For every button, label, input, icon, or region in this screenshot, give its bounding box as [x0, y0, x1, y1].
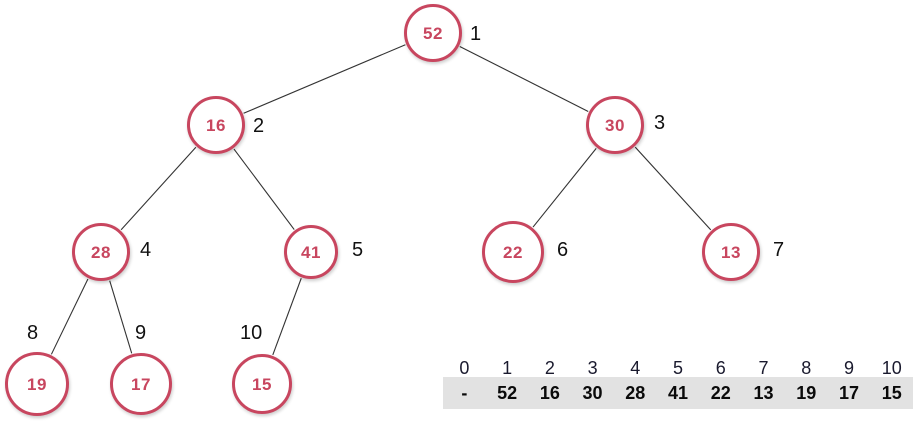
- tree-node-value: 13: [721, 242, 741, 262]
- array-index-cell: 2: [544, 358, 555, 378]
- tree-edge: [50, 278, 89, 355]
- tree-edge: [272, 278, 302, 356]
- tree-node-value: 16: [206, 115, 226, 135]
- tree-node-15[interactable]: 15: [232, 354, 292, 414]
- tree-node-52[interactable]: 52: [404, 4, 462, 62]
- tree-edge: [109, 280, 133, 354]
- array-value-cell[interactable]: 30: [582, 383, 603, 403]
- tree-node-index-label: 5: [352, 239, 364, 261]
- tree-node-index-label: 9: [135, 322, 147, 344]
- array-value-row: - 52 16 30 28 41 22 13 19 17 15: [443, 377, 913, 409]
- tree-node-index-label: 7: [773, 239, 785, 261]
- array-index-cell: 8: [801, 358, 812, 378]
- tree-node-value: 17: [131, 374, 151, 394]
- array-value-cell[interactable]: 28: [625, 383, 646, 403]
- tree-edge: [243, 44, 406, 114]
- array-index-row: 0 1 2 3 4 5 6 7 8 9 10: [443, 352, 913, 377]
- tree-node-index-label: 10: [240, 322, 263, 344]
- tree-node-41[interactable]: 41: [284, 225, 338, 279]
- array-index-cell: 10: [881, 358, 902, 378]
- tree-node-17[interactable]: 17: [110, 353, 172, 415]
- tree-node-index-label: 2: [253, 115, 265, 137]
- array-value-cell[interactable]: 41: [668, 383, 689, 403]
- tree-node-index-label: 8: [27, 322, 39, 344]
- tree-node-value: 52: [423, 23, 443, 43]
- tree-node-index-label: 1: [470, 23, 482, 45]
- tree-node-index-label: 3: [654, 112, 666, 134]
- tree-edge: [532, 148, 597, 228]
- tree-node-value: 41: [301, 242, 321, 262]
- array-index-cell: 4: [630, 358, 641, 378]
- array-index-cell: 5: [673, 358, 684, 378]
- array-representation-table: 0 1 2 3 4 5 6 7 8 9 10 - 52 16 30 28 41 22 13 19 17 15: [443, 352, 913, 409]
- tree-node-19[interactable]: 19: [5, 352, 69, 416]
- array-index-cell: 3: [587, 358, 598, 378]
- array-value-cell[interactable]: 52: [497, 383, 518, 403]
- tree-node-16[interactable]: 16: [187, 96, 245, 154]
- tree-node-value: 19: [27, 374, 47, 394]
- array-value-cell[interactable]: 22: [710, 383, 731, 403]
- tree-edge: [459, 46, 589, 112]
- tree-edge: [120, 146, 197, 231]
- tree-node-index-label: 4: [140, 239, 152, 261]
- array-value-cell[interactable]: -: [461, 383, 468, 403]
- tree-node-13[interactable]: 13: [702, 223, 760, 281]
- tree-node-22[interactable]: 22: [482, 221, 544, 283]
- tree-node-value: 22: [503, 242, 523, 262]
- tree-node-index-label: 6: [557, 239, 569, 261]
- tree-edge: [233, 148, 295, 230]
- array-index-cell: 9: [843, 358, 854, 378]
- tree-node-value: 30: [605, 115, 625, 135]
- array-value-cell[interactable]: 17: [838, 383, 859, 403]
- array-index-cell: 7: [758, 358, 769, 378]
- array-value-cell[interactable]: 16: [539, 383, 560, 403]
- tree-node-28[interactable]: 28: [72, 223, 130, 281]
- tree-edge: [634, 146, 712, 231]
- array-index-cell: 1: [502, 358, 513, 378]
- array-index-cell: 0: [459, 358, 470, 378]
- tree-node-value: 28: [91, 242, 111, 262]
- tree-node-value: 15: [252, 374, 272, 394]
- array-value-cell[interactable]: 13: [753, 383, 774, 403]
- tree-node-30[interactable]: 30: [586, 96, 644, 154]
- array-index-cell: 6: [715, 358, 726, 378]
- array-value-cell[interactable]: 19: [796, 383, 817, 403]
- array-value-cell[interactable]: 15: [881, 383, 902, 403]
